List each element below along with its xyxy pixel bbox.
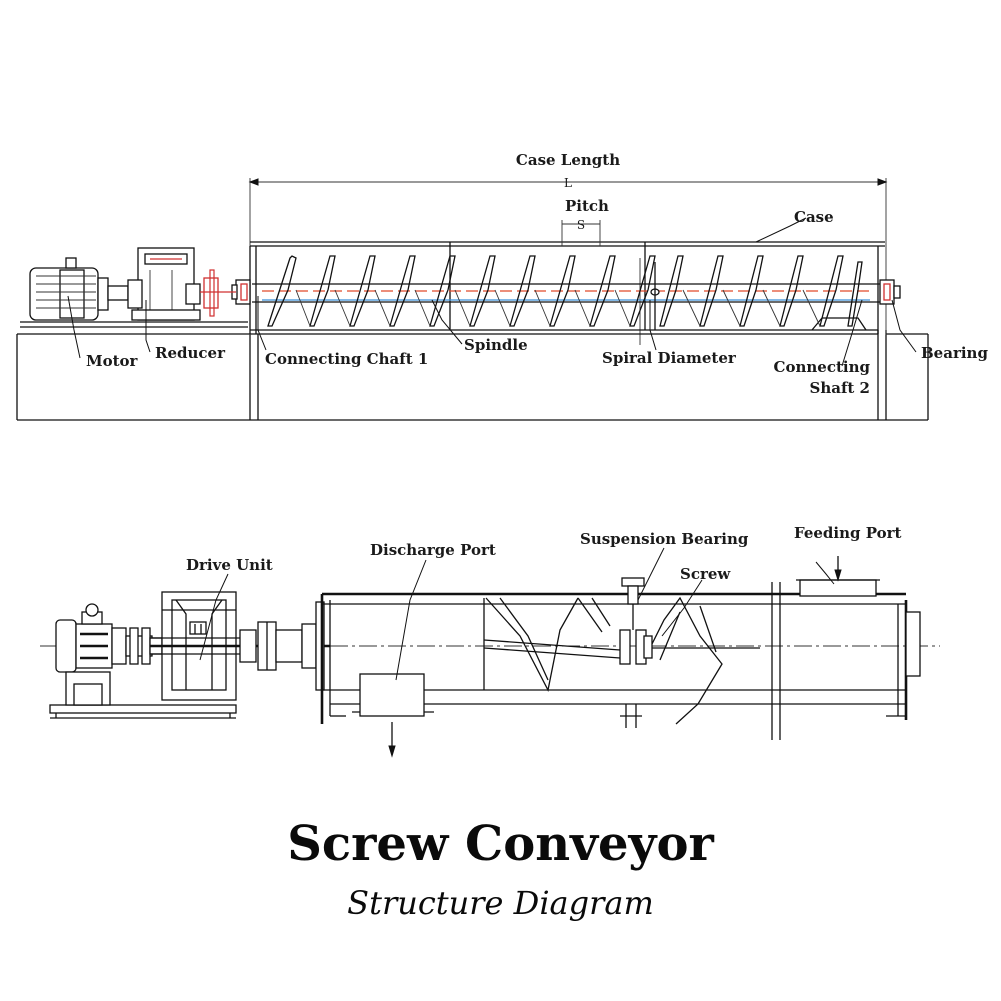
pitch-symbol: S — [577, 218, 585, 232]
reducer-label: Reducer — [155, 344, 226, 362]
drive-motor — [55, 603, 153, 706]
case-length-dimension: Case Length L — [248, 151, 888, 335]
bottom-diagram: Drive Unit Discharge Port Suspension Bea… — [40, 524, 940, 758]
spiral-diameter-label: Spiral Diameter — [602, 349, 737, 367]
output-coupling — [239, 621, 317, 671]
drive-unit-label: Drive Unit — [186, 556, 273, 574]
motor-drawing — [29, 257, 129, 321]
bottom-leaders — [199, 547, 835, 681]
connecting-shaft-2-label-line1: Connecting — [774, 358, 871, 376]
discharge-port-label: Discharge Port — [370, 541, 496, 559]
page-title: Screw Conveyor — [287, 816, 714, 872]
suspension-bearing-label: Suspension Bearing — [580, 530, 749, 548]
top-leaders — [67, 217, 917, 367]
right-end-bearing — [879, 279, 901, 305]
case-label: Case — [794, 208, 834, 226]
connecting-shaft-2-label-line2: Shaft 2 — [810, 379, 871, 397]
page-subtitle: Structure Diagram — [347, 884, 654, 922]
connecting-chaft-1-label: Connecting Chaft 1 — [265, 350, 428, 368]
screw-flights-top — [267, 255, 863, 327]
spindle — [252, 283, 880, 303]
bearing-label: Bearing — [921, 344, 988, 362]
pitch-label: Pitch — [565, 197, 609, 215]
top-diagram: Case Length L Pitch S — [16, 151, 988, 421]
pitch-dimension: Pitch S — [561, 197, 609, 246]
spiral-diameter-marker — [650, 262, 660, 330]
case-body — [249, 241, 885, 345]
length-symbol: L — [564, 176, 572, 190]
suspension-bearing-drawing — [619, 577, 653, 665]
drive-reducer — [150, 591, 330, 701]
discharge-port-drawing — [352, 673, 434, 758]
screw-cutaway — [483, 596, 760, 725]
feeding-port-label: Feeding Port — [794, 524, 902, 542]
screw-label: Screw — [680, 565, 731, 583]
case-length-label: Case Length — [516, 151, 620, 169]
base-frame — [16, 321, 929, 421]
spindle-label: Spindle — [464, 336, 528, 354]
reducer-drawing — [127, 247, 236, 321]
conveyor-trough — [315, 582, 921, 740]
drive-unit-base — [49, 704, 237, 719]
feeding-port-drawing — [796, 556, 880, 597]
motor-label: Motor — [86, 352, 139, 370]
